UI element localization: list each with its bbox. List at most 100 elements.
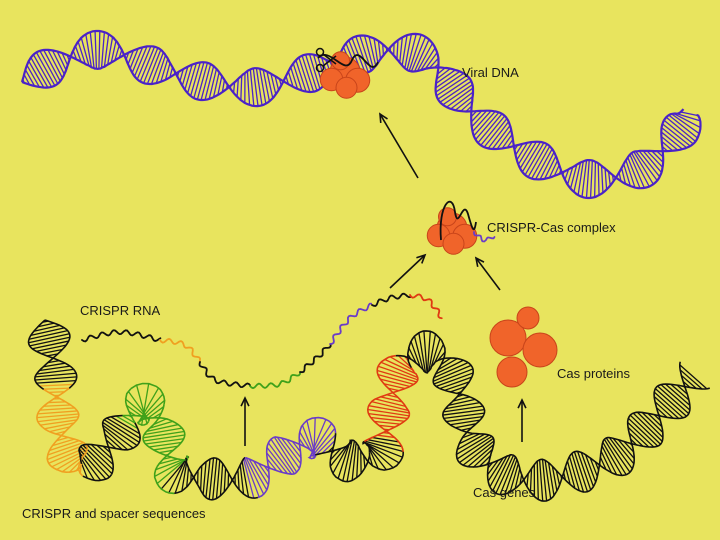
helix-strand-b-seg [518, 462, 537, 486]
helix-strand-b-seg [244, 456, 266, 468]
helix-rung-59 [104, 433, 123, 451]
helix-rung-25 [103, 33, 110, 68]
helix-rung-247 [499, 456, 517, 496]
helix-rung-13 [42, 362, 66, 368]
helix-rung-64 [240, 75, 243, 101]
helix-rung-173 [378, 424, 396, 428]
helix-rung-227 [454, 423, 477, 429]
helix-rung-85 [308, 53, 321, 90]
helix-rung-17 [74, 45, 82, 63]
helix-rung-148 [491, 124, 511, 150]
helix-rung-166 [553, 164, 560, 177]
helix-rung-312 [679, 369, 703, 390]
helix-rung-59 [221, 79, 226, 93]
helix-rung-9 [40, 348, 64, 355]
helix-rung-147 [321, 439, 336, 454]
helix-rung-153 [337, 440, 351, 480]
helix-rung-131 [442, 83, 474, 106]
helix-rung-303 [654, 387, 688, 417]
helix-rung-101 [186, 467, 190, 488]
helix-rung-120 [243, 457, 260, 498]
crispr-rna-black-3 [299, 343, 332, 374]
helix-rung-187 [625, 159, 636, 189]
helix-rung-1 [23, 73, 31, 86]
helix-strand-b-seg [149, 446, 181, 461]
helix-rung-99 [174, 458, 188, 494]
helix-rung-78 [146, 406, 165, 420]
helix-strand-b-seg [329, 433, 337, 467]
helix-rung-37 [139, 46, 156, 83]
helix-strand-a-seg [217, 458, 235, 483]
helix-rung-209 [673, 113, 702, 129]
helix-rung-3 [26, 64, 40, 88]
helix-strand-a-seg [233, 481, 259, 499]
helix-strand-b-seg [298, 422, 306, 457]
helix-rung-105 [199, 464, 203, 491]
helix-strand-a-seg [487, 454, 513, 465]
helix-rung-124 [257, 462, 270, 480]
helix-rung-100 [181, 462, 188, 492]
helix-rung-202 [660, 131, 684, 150]
helix-rung-111 [401, 34, 408, 67]
helix-rung-266 [566, 460, 576, 489]
helix-strand-a-seg [366, 407, 384, 430]
helix-rung-216 [449, 386, 467, 393]
helix-rung-211 [680, 111, 699, 117]
helix-rung-65 [110, 416, 141, 435]
helix-rung-55 [96, 444, 113, 460]
helix-rung-132 [445, 87, 474, 108]
helix-strand-a-seg [73, 438, 89, 451]
helix-strand-a-seg [265, 443, 270, 471]
helix-strand-b-seg [78, 444, 83, 464]
helix-rung-234 [456, 435, 493, 460]
helix-rung-78 [287, 70, 294, 88]
helix-strand-b-seg [52, 421, 76, 446]
helix-rung-168 [366, 439, 403, 447]
helix-rung-277 [600, 450, 613, 474]
arrow-proteins-to-complex-shaft [475, 257, 501, 291]
helix-strand-a-seg [685, 391, 691, 417]
helix-rung-265 [564, 465, 571, 486]
helix-strand-b-seg [494, 484, 521, 496]
helix-strand-b-seg [472, 432, 495, 439]
scissors-handle-top [315, 47, 325, 57]
process-arrows [240, 112, 527, 446]
helix-rung-189 [629, 154, 646, 189]
crispr-rna-orange [159, 337, 201, 364]
helix-strand-b-seg [43, 388, 73, 407]
helix-rung-134 [454, 95, 474, 111]
helix-rung-33 [54, 430, 67, 435]
helix-strand-a-seg [390, 381, 418, 394]
helix-rung-8 [39, 50, 59, 85]
helix-rung-169 [564, 168, 570, 181]
helix-rung-84 [143, 427, 183, 436]
helix-rung-130 [439, 80, 472, 103]
helix-rung-164 [543, 155, 557, 180]
helix-strand-a-seg [520, 473, 538, 500]
helix-rung-200 [423, 330, 428, 374]
helix-rung-27 [110, 40, 117, 64]
helix-rung-150 [501, 133, 513, 150]
helix-rung-244 [489, 455, 508, 488]
helix-rung-156 [351, 442, 357, 482]
helix-strand-a-seg [629, 437, 636, 470]
helix-strand-a-seg [101, 420, 109, 447]
helix-rung-116 [237, 469, 240, 491]
helix-rung-158 [521, 141, 542, 173]
helix-strand-a-seg [410, 367, 419, 383]
attack-protein-lobe-3 [335, 76, 358, 99]
helix-strand-a-seg [43, 354, 74, 370]
helix-rung-22 [94, 30, 98, 70]
helix-rung-184 [387, 387, 400, 392]
helix-rung-177 [593, 160, 597, 198]
helix-strand-a-seg [631, 411, 660, 417]
helix-rung-254 [529, 468, 533, 493]
helix-strand-b-seg [213, 477, 235, 501]
helix-rung-119 [424, 51, 438, 70]
helix-rung-176 [589, 159, 593, 199]
helix-strand-b-seg [422, 366, 433, 374]
helix-rung-139 [299, 431, 311, 451]
helix-strand-a-seg [432, 372, 440, 390]
helix-rung-98 [168, 456, 188, 494]
